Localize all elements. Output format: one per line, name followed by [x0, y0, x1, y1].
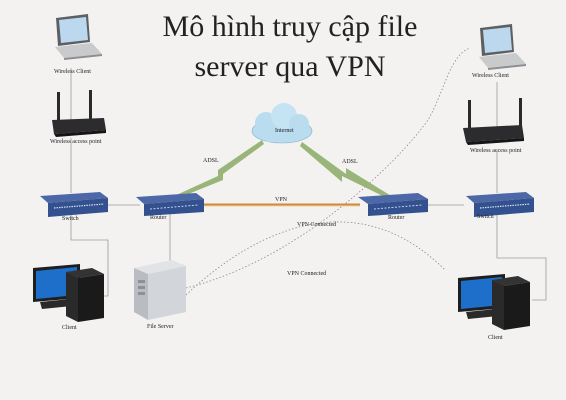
- label-internet: Internet: [275, 128, 294, 134]
- label-router-right: Router: [388, 215, 405, 221]
- label-client-right: Client: [488, 335, 503, 341]
- adsl-links: [174, 140, 393, 200]
- adsl-right-bolt: [300, 142, 393, 200]
- vpn-tunnels: [185, 47, 471, 296]
- server-icon: [134, 260, 186, 320]
- desktop-computer-icon: [458, 274, 530, 330]
- label-wireless-client-left: Wireless Client: [54, 69, 91, 75]
- router-icon: [136, 193, 204, 216]
- label-wap-left: Wireless access point: [50, 139, 102, 145]
- label-router-left: Router: [150, 215, 167, 221]
- label-client-left: Client: [62, 325, 77, 331]
- vpn-tunnel-client: [185, 221, 446, 296]
- diagram-title-line-1: Mô hình truy cập file: [162, 10, 418, 43]
- router-icon: [463, 98, 524, 145]
- label-wireless-client-right: Wireless Client: [472, 73, 509, 79]
- laptop-icon: [479, 24, 526, 70]
- switch-icon: [466, 192, 534, 217]
- label-switch-right: Switch: [477, 214, 494, 220]
- label-adsl-right: ADSL: [342, 159, 358, 165]
- label-adsl-left: ADSL: [203, 158, 219, 164]
- label-file-server: File Server: [147, 324, 174, 330]
- link-right-switch-client: [496, 214, 547, 301]
- router-icon: [52, 90, 106, 137]
- label-vpn-connected-1: VPN Connected: [297, 222, 337, 228]
- internet-cloud-icon: [251, 103, 313, 144]
- laptop-icon: [55, 14, 102, 60]
- label-wap-right: Wireless access point: [470, 148, 522, 154]
- vpn-tunnel-wireless: [185, 47, 471, 289]
- adsl-left-bolt: [174, 140, 264, 199]
- router-icon: [358, 193, 428, 216]
- label-switch-left: Switch: [62, 216, 79, 222]
- link-left-switch-client: [70, 214, 109, 297]
- desktop-computer-icon: [33, 264, 104, 322]
- diagram-title-line-2: server qua VPN: [194, 50, 386, 83]
- connections: [70, 68, 547, 301]
- label-vpn: VPN: [275, 197, 288, 203]
- switch-icon: [40, 192, 108, 217]
- label-vpn-connected-2: VPN Connected: [287, 271, 327, 277]
